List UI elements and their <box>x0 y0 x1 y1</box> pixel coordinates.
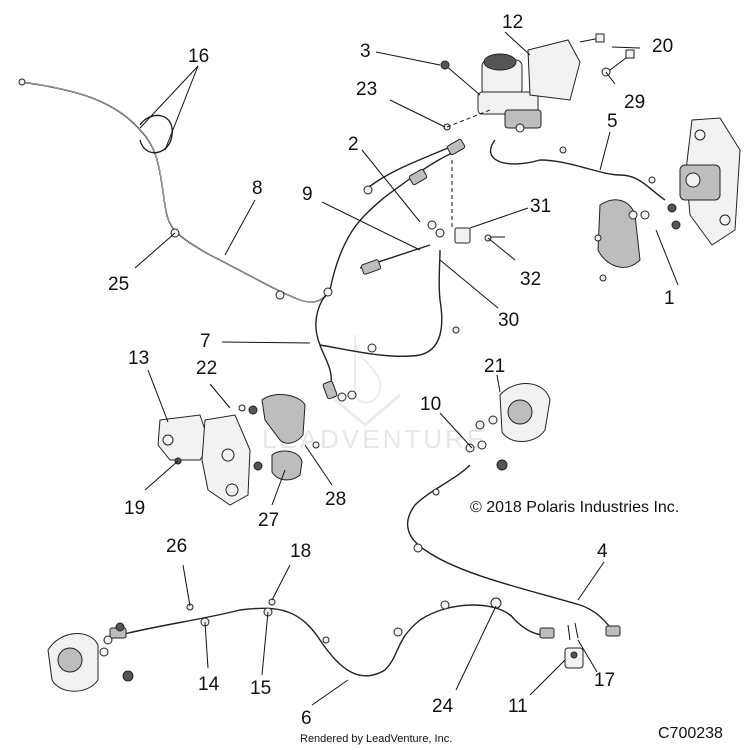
callout-22: 22 <box>196 358 217 379</box>
caliper-rear-left <box>47 622 134 692</box>
callout-27: 27 <box>258 510 279 531</box>
clips <box>18 78 656 644</box>
callout-11: 11 <box>508 696 528 717</box>
callout-17: 17 <box>594 670 615 691</box>
callout-10: 10 <box>420 394 441 415</box>
callout-12: 12 <box>502 12 523 33</box>
callout-13: 13 <box>128 348 149 369</box>
callout-1: 1 <box>664 288 675 309</box>
callout-26: 26 <box>166 536 187 557</box>
callout-8: 8 <box>252 178 263 199</box>
callout-labels: 1 2 3 4 5 6 7 8 9 10 11 12 13 14 15 16 1… <box>108 12 675 729</box>
callout-5: 5 <box>607 111 618 132</box>
fittings <box>109 138 621 639</box>
caliper-rear-right <box>432 383 551 496</box>
leader-lines <box>134 31 679 706</box>
rendered-by-credit: Rendered by LeadVenture, Inc. <box>300 733 452 745</box>
callout-31: 31 <box>530 196 551 217</box>
drawing-code: C700238 <box>658 725 723 742</box>
callout-28: 28 <box>325 489 346 510</box>
callout-30: 30 <box>498 310 519 331</box>
callout-14: 14 <box>198 674 220 695</box>
callout-15: 15 <box>250 678 271 699</box>
callout-9: 9 <box>302 184 313 205</box>
copyright-notice: © 2018 Polaris Industries Inc. <box>470 499 679 516</box>
callout-23: 23 <box>356 79 377 100</box>
part-11-17 <box>564 622 584 669</box>
bolts-top-right <box>579 33 635 77</box>
distribution-block <box>427 109 505 244</box>
brake-lines <box>21 81 666 677</box>
master-cylinder <box>440 39 581 133</box>
callout-21: 21 <box>484 356 505 377</box>
callout-18: 18 <box>290 541 311 562</box>
callout-3: 3 <box>360 41 371 62</box>
callout-29: 29 <box>624 92 645 113</box>
callout-25: 25 <box>108 274 129 295</box>
caliper-front-left <box>157 394 320 506</box>
caliper-front-right <box>597 117 741 268</box>
callout-7: 7 <box>200 331 211 352</box>
callout-2: 2 <box>348 134 359 155</box>
callout-6: 6 <box>301 708 312 729</box>
callout-32: 32 <box>520 269 541 290</box>
callout-4: 4 <box>597 541 608 562</box>
callout-19: 19 <box>124 498 145 519</box>
callout-24: 24 <box>432 696 454 717</box>
callout-20: 20 <box>652 36 673 57</box>
callout-16: 16 <box>188 46 209 67</box>
